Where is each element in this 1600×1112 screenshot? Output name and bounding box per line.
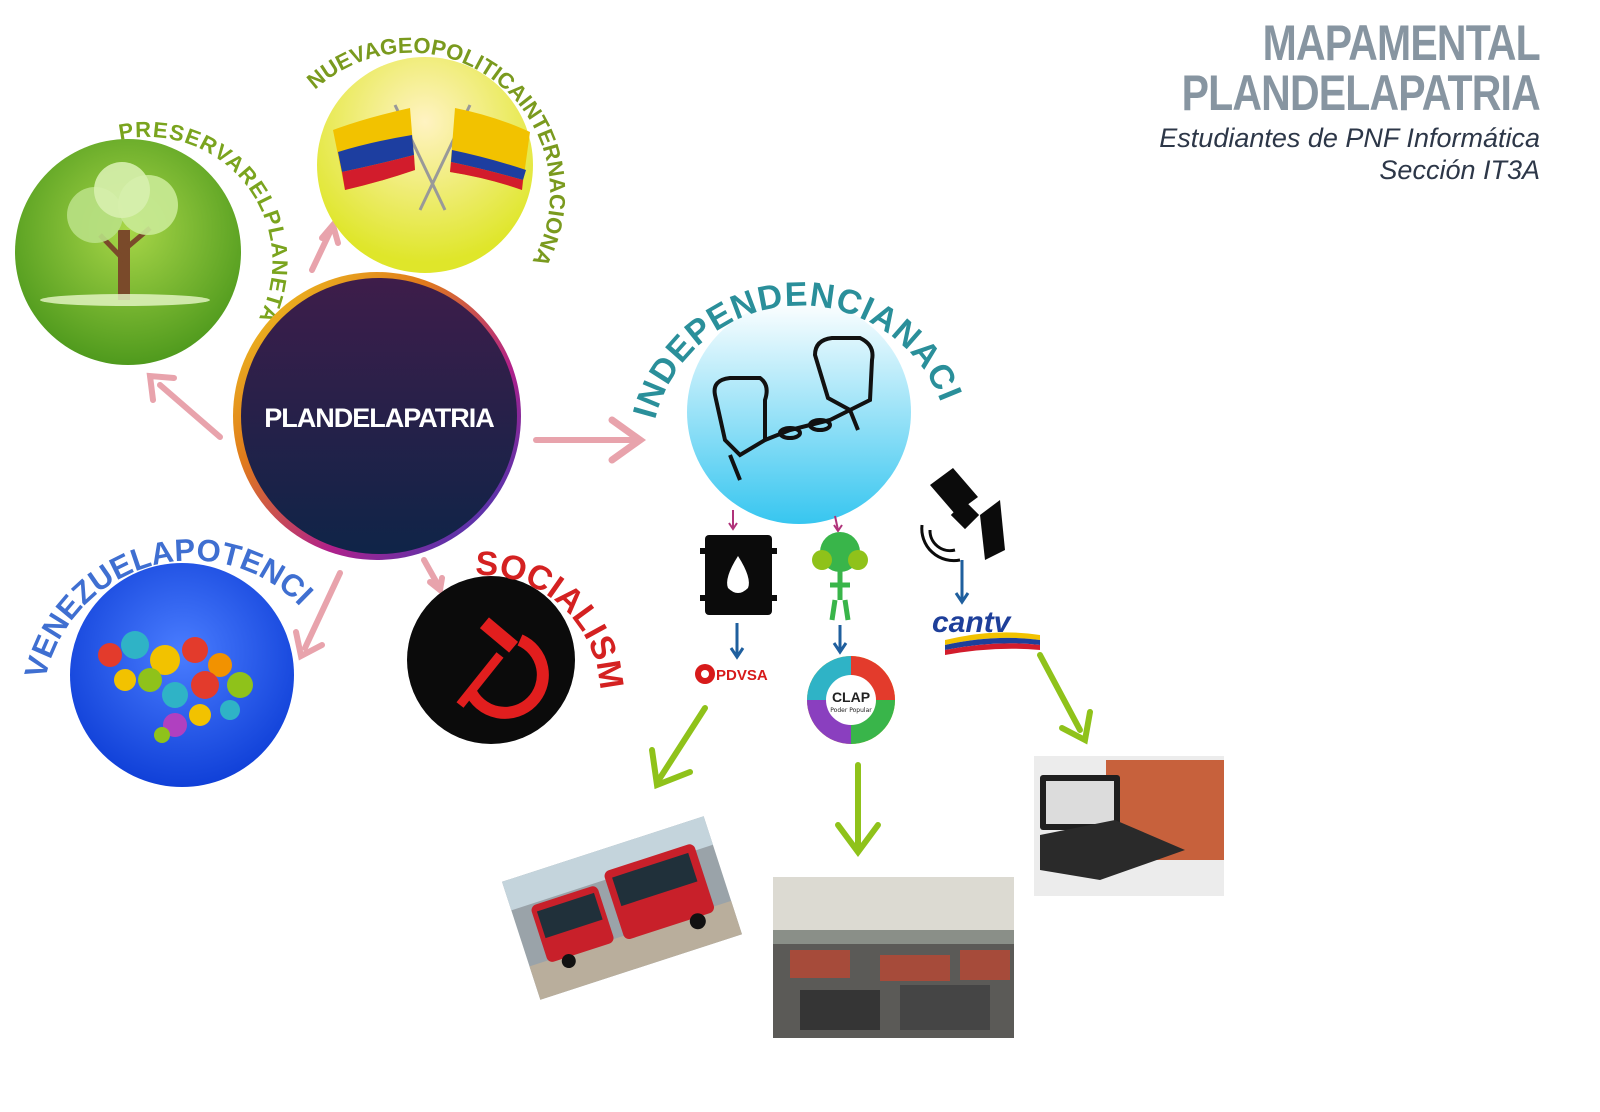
center-label: PLANDELAPATRIA xyxy=(264,403,494,433)
sub-arrows-blue xyxy=(729,560,970,660)
pdvsa-logo: PDVSA xyxy=(695,664,768,684)
tree-icon xyxy=(40,162,210,306)
hammer-sickle-icon xyxy=(456,617,549,719)
pdvsa-text: PDVSA xyxy=(716,667,768,684)
buses-photo xyxy=(502,816,742,1000)
clap-subtext: Poder Popular xyxy=(830,707,872,714)
arrowhead-socialismo xyxy=(427,575,445,596)
subtitle-line-2: Sección IT3A xyxy=(1379,155,1540,185)
arrowhead-preservar xyxy=(146,372,177,403)
arrow-to-geopolitica xyxy=(309,229,333,273)
clap-text: CLAP xyxy=(832,689,870,705)
clap-logo: CLAP Poder Popular xyxy=(807,656,895,744)
dining-hall-photo xyxy=(773,877,1014,1038)
arrow-to-venezuela xyxy=(302,570,343,651)
title-line-2: PLANDELAPATRIA xyxy=(1181,65,1541,121)
arrow-to-preservar xyxy=(157,382,223,440)
title-block: MAPAMENTAL PLANDELAPATRIA Estudiantes de… xyxy=(1103,15,1541,186)
arrowhead-independencia xyxy=(608,416,647,464)
tablet-photo xyxy=(1034,756,1224,896)
satellite-icon xyxy=(920,468,1005,563)
flags-icon xyxy=(333,104,530,211)
arrow-to-socialismo xyxy=(421,557,441,588)
cantv-logo: cantv xyxy=(932,606,1040,655)
subtitle-line-1: Estudiantes de PNF Informática xyxy=(1159,123,1540,153)
center-arrows xyxy=(146,218,647,661)
result-arrows-green xyxy=(649,652,1093,858)
arrowhead-venezuela xyxy=(293,629,325,661)
arrowhead-geopolitica xyxy=(319,218,341,246)
ecology-person-icon xyxy=(812,532,868,621)
title-line-1: MAPAMENTAL xyxy=(1262,15,1541,71)
oil-barrel-icon xyxy=(700,535,777,615)
node-center: PLANDELAPATRIA xyxy=(233,272,521,560)
gears-map-icon xyxy=(98,631,253,743)
node-preservar-planeta: PRESERVARELPLANETA xyxy=(15,117,292,365)
broken-chains-fists-icon xyxy=(712,336,875,481)
sub-arrows-magenta xyxy=(728,510,843,533)
